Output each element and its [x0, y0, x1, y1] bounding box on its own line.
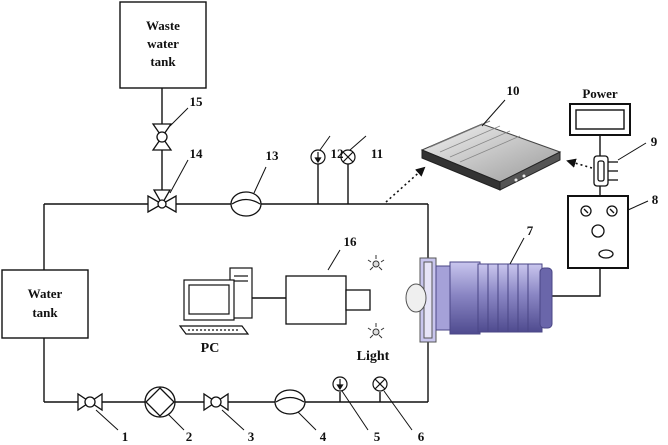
signal-arrows [385, 158, 593, 203]
number-6: 6 [418, 429, 425, 444]
camera-16-icon [285, 275, 371, 325]
number-15: 15 [190, 94, 204, 109]
number-2: 2 [186, 429, 193, 444]
motor-7-icon [435, 261, 553, 335]
pump-2-icon [144, 386, 176, 418]
thermometer-5-icon [332, 376, 348, 392]
water-tank-label-2: tank [32, 305, 58, 320]
number-4: 4 [320, 429, 327, 444]
pc-label: PC [201, 341, 220, 356]
flowmeter-4-icon [274, 389, 306, 415]
water-tank-label-1: Water [28, 286, 63, 301]
thermometer-12-icon [310, 149, 326, 165]
water-tank: Water tank [1, 269, 89, 339]
waste-tank-label-2: water [147, 36, 179, 51]
valve-3-icon [203, 392, 229, 412]
light-icon-lower [367, 323, 385, 339]
data-acquisition-10-icon [420, 120, 562, 191]
light-icon-upper [367, 255, 385, 271]
number-8: 8 [652, 192, 659, 207]
waste-water-tank: Waste water tank [119, 1, 207, 89]
number-3: 3 [248, 429, 255, 444]
number-7: 7 [527, 223, 534, 238]
pressure-gauge-11-icon [340, 149, 356, 165]
number-9: 9 [651, 134, 658, 149]
valve-1-icon [77, 392, 103, 412]
number-10: 10 [507, 83, 520, 98]
number-12: 12 [331, 146, 344, 161]
light-label: Light [357, 349, 390, 364]
number-11: 11 [371, 146, 383, 161]
number-1: 1 [122, 429, 129, 444]
number-5: 5 [374, 429, 381, 444]
pc-computer-icon [178, 267, 253, 335]
motor-controller-8-icon [567, 195, 629, 269]
waste-tank-label-3: tank [150, 54, 176, 69]
pipe-network [43, 88, 601, 403]
component-numbers: 1 2 3 4 5 6 7 8 9 10 11 12 13 14 15 16 [122, 83, 659, 444]
number-13: 13 [266, 148, 280, 163]
valve-15-icon [151, 123, 173, 151]
current-sensor-9-icon [593, 155, 618, 187]
number-14: 14 [190, 146, 204, 161]
flowmeter-13-icon [230, 191, 262, 217]
test-section-flange-icon [405, 257, 437, 343]
pressure-gauge-6-icon [372, 376, 388, 392]
three-way-valve-14-icon [147, 189, 177, 214]
waste-tank-label-1: Waste [146, 18, 180, 33]
power-label: Power [582, 86, 618, 101]
leader-lines [95, 99, 649, 431]
number-16: 16 [344, 234, 358, 249]
power-supply-icon [569, 103, 631, 136]
